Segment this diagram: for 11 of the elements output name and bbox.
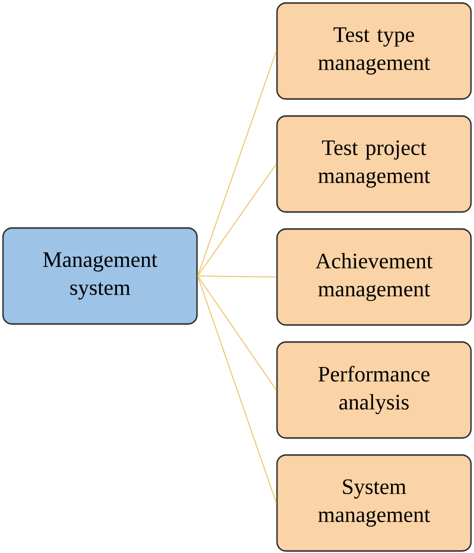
connector-line	[197, 276, 277, 390]
process-box: System management	[276, 454, 472, 552]
connector-line	[197, 164, 277, 276]
process-box: Performance analysis	[276, 341, 472, 439]
connector-line	[197, 276, 277, 278]
process-box: Test project management	[276, 115, 472, 213]
process-box: Management system	[2, 227, 198, 325]
connector-line	[197, 276, 277, 504]
process-box: Test type management	[276, 2, 472, 100]
connector-line	[197, 50, 277, 276]
process-box: Achievement management	[276, 228, 472, 326]
